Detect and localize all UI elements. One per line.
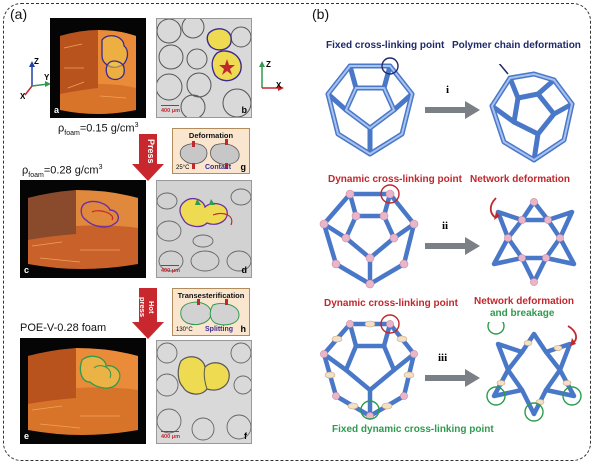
sem-tile-d: d 400 μm: [156, 180, 252, 278]
scale-line-b: [161, 105, 179, 107]
label-network-deformation-breakage-2: and breakage: [490, 308, 554, 319]
axis-x-left: X: [20, 92, 25, 101]
axis-y-left: Y: [44, 73, 49, 82]
tile-label-e: e: [24, 431, 29, 441]
step-arrow-iii: [425, 368, 481, 388]
tile-label-b: b: [242, 105, 248, 115]
network-deformed: [484, 64, 580, 166]
label-fixed-dynamic-crosslink: Fixed dynamic cross-linking point: [332, 424, 494, 435]
density-label-1: ρfoam=0.15 g/cm3: [58, 122, 138, 137]
scale-bar-d: 400 μm: [161, 268, 180, 274]
sem-tile-f: f 400 μm: [156, 340, 252, 444]
foam-3d-tile-e: e: [20, 338, 146, 444]
sample-name: POE-V-0.28 foam: [20, 322, 106, 334]
panel-label-a: (a): [10, 6, 27, 22]
step-label-iii: iii: [438, 352, 447, 364]
step-arrow-ii: [425, 236, 481, 256]
inset-h: Transesterification 130°C Splitting h: [172, 288, 250, 336]
network-fixed: [320, 54, 420, 162]
tile-label-h: h: [241, 324, 247, 334]
tile-label-f: f: [244, 431, 247, 441]
network-dynamic: [318, 184, 422, 290]
axis-z-right: Z: [266, 60, 271, 69]
inset-g: Deformation 25°C Contact g: [172, 128, 250, 174]
scale-bar-b: 400 μm: [161, 108, 180, 114]
foam-3d-tile-a: a: [50, 18, 146, 118]
panel-label-b: (b): [312, 6, 329, 22]
tile-label-d: d: [242, 265, 248, 275]
hot-press-label: Hot press: [140, 290, 156, 324]
inset-h-label: Splitting: [205, 326, 233, 333]
tile-label-a: a: [54, 105, 59, 115]
step-arrow-i: [425, 100, 481, 120]
network-dynamic-deformed: [486, 192, 582, 292]
network-breakage: [484, 322, 584, 422]
tile-label-g: g: [241, 162, 247, 172]
scale-line-d: [161, 265, 179, 267]
label-network-deformation-breakage-1: Network deformation: [474, 296, 574, 307]
step-label-ii: ii: [442, 220, 448, 232]
scale-bar-f: 400 μm: [161, 434, 180, 440]
scale-line-f: [161, 431, 179, 433]
axis-x-right: X: [276, 81, 281, 90]
foam-3d-tile-c: c: [20, 180, 146, 278]
label-chain-deformation: Polymer chain deformation: [452, 40, 581, 51]
label-network-deformation: Network deformation: [470, 174, 570, 185]
axis-z-left: Z: [34, 57, 39, 66]
inset-g-label: Contact: [205, 164, 231, 171]
inset-g-temp: 25°C: [176, 165, 189, 171]
network-fixed-dynamic: [316, 314, 424, 422]
label-fixed-crosslink: Fixed cross-linking point: [326, 40, 444, 51]
inset-h-temp: 130°C: [176, 327, 193, 333]
step-label-i: i: [446, 84, 449, 96]
sem-tile-b: b 400 μm: [156, 18, 252, 118]
label-dynamic-crosslink-2: Dynamic cross-linking point: [324, 298, 458, 309]
tile-label-c: c: [24, 265, 29, 275]
press-label: Press: [140, 137, 156, 165]
density-label-2: ρfoam=0.28 g/cm3: [22, 164, 102, 179]
